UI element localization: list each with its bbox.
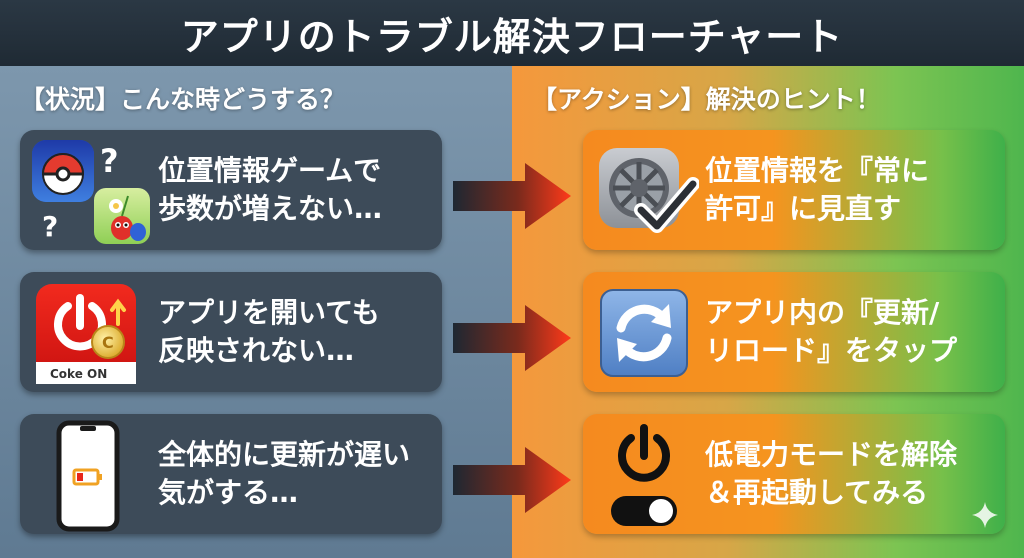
question-mark-icon: ? (100, 142, 119, 180)
action-line-2: ＆再起動してみる (705, 476, 929, 509)
low-battery-phone-icon (56, 420, 120, 532)
situation-line-1: アプリを開いても (158, 296, 380, 329)
sparkle-icon (972, 502, 998, 528)
title-bar: アプリのトラブル解決フローチャート (0, 0, 1024, 66)
situation-text: アプリを開いても 反映されない… (158, 294, 434, 370)
action-card-2: アプリ内の『更新/ リロード』をタップ (583, 272, 1005, 392)
situation-line-2: 歩数が増えない… (158, 192, 383, 225)
situation-line-1: 位置情報ゲームで (158, 154, 382, 187)
action-card-1: 位置情報を『常に 許可』に見直す (583, 130, 1005, 250)
action-text: アプリ内の『更新/ リロード』をタップ (705, 294, 981, 370)
refresh-icon (599, 288, 689, 378)
game-apps-icon: ? ? (28, 136, 152, 246)
action-text: 位置情報を『常に 許可』に見直す (705, 152, 981, 228)
situation-line-2: 気がする… (158, 476, 299, 509)
action-line-2: 許可』に見直す (705, 192, 902, 225)
situation-card-2: C Coke ON アプリを開いても 反映されない… (20, 272, 442, 392)
action-line-1: アプリ内の『更新/ (705, 296, 940, 329)
situation-text: 位置情報ゲームで 歩数が増えない… (158, 152, 434, 228)
action-line-1: 低電力モードを解除 (705, 438, 958, 471)
action-text: 低電力モードを解除 ＆再起動してみる (705, 436, 981, 512)
action-heading: 【アクション】解決のヒント！ (532, 85, 881, 114)
arrow-right-icon (453, 447, 571, 513)
power-toggle-icon (609, 422, 679, 530)
action-card-3: 低電力モードを解除 ＆再起動してみる (583, 414, 1005, 534)
action-line-2: リロード』をタップ (705, 334, 958, 367)
coke-on-label: Coke ON (50, 367, 107, 381)
arrow-right-icon (453, 305, 571, 371)
situation-heading: 【状況】こんな時どうする？ (20, 85, 346, 114)
situation-line-2: 反映されない… (158, 334, 355, 367)
situation-card-1: ? ? 位置情報ゲームで 歩数が増えない… (20, 130, 442, 250)
page-title: アプリのトラブル解決フローチャート (180, 14, 844, 59)
situation-text: 全体的に更新が遅い 気がする… (158, 436, 434, 512)
situation-line-1: 全体的に更新が遅い (158, 438, 411, 471)
question-mark-icon: ? (42, 210, 58, 243)
settings-gear-icon (595, 144, 700, 240)
svg-text:C: C (102, 333, 114, 352)
arrow-right-icon (453, 163, 571, 229)
coke-on-app-icon: C Coke ON (36, 284, 136, 384)
situation-card-3: 全体的に更新が遅い 気がする… (20, 414, 442, 534)
action-line-1: 位置情報を『常に (705, 154, 930, 187)
